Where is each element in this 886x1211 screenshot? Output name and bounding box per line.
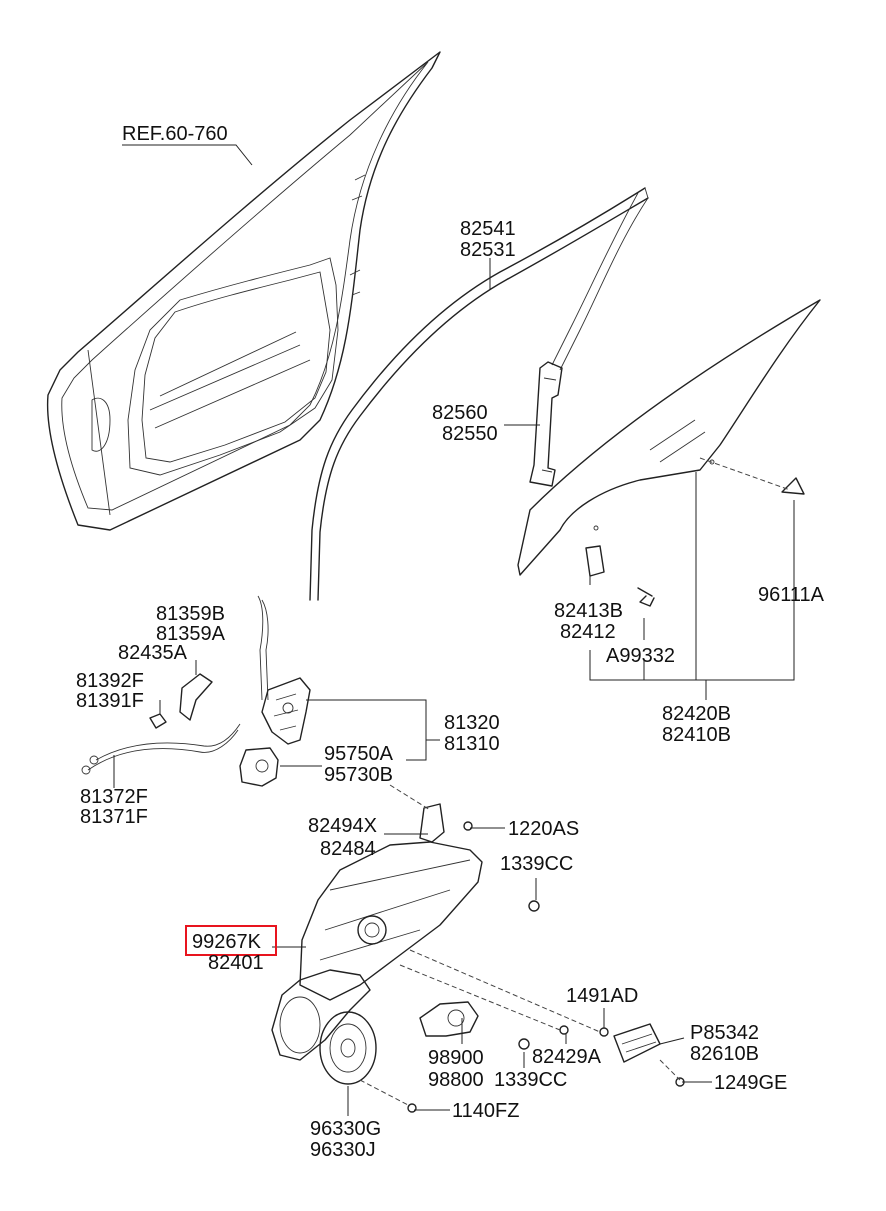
label-1249GE: 1249GE (714, 1072, 787, 1094)
label-82560: 82560 (432, 402, 488, 424)
label-95750A: 95750A (324, 743, 394, 765)
label-81359A: 81359A (156, 623, 226, 645)
label-82401: 82401 (208, 952, 264, 974)
label-96330G: 96330G (310, 1118, 381, 1140)
part-labels: REF.60-760 82541 82531 82560 82550 81359… (76, 123, 825, 1161)
assembly-lines (359, 457, 791, 1107)
label-81391F: 81391F (76, 690, 144, 712)
label-82541: 82541 (460, 218, 516, 240)
label-96111A: 96111A (758, 584, 825, 606)
label-P85342: P85342 (690, 1022, 759, 1044)
window-motor (419, 1001, 479, 1037)
label-81359B: 81359B (156, 603, 225, 625)
label-81371F: 81371F (80, 806, 148, 828)
label-82435A: 82435A (118, 642, 188, 664)
label-82610B: 82610B (690, 1043, 759, 1065)
label-95730B: 95730B (324, 764, 393, 786)
label-1491AD: 1491AD (566, 985, 638, 1007)
label-81372F: 81372F (80, 786, 148, 808)
label-96330J: 96330J (310, 1139, 376, 1161)
label-82531: 82531 (460, 239, 516, 261)
fasteners (407, 821, 685, 1113)
label-81392F: 81392F (76, 670, 144, 692)
window-regulator (299, 803, 483, 1001)
label-1339CC-top: 1339CC (500, 853, 573, 875)
door-module (613, 1023, 661, 1063)
label-1220AS: 1220AS (508, 818, 579, 840)
label-81310: 81310 (444, 733, 500, 755)
label-98800: 98800 (428, 1069, 484, 1091)
label-82494X: 82494X (308, 815, 377, 837)
label-82420B: 82420B (662, 703, 731, 725)
door-panel (46, 51, 441, 531)
leader-lines (113, 144, 795, 1116)
label-1339CC-bottom: 1339CC (494, 1069, 567, 1091)
label-82429A: 82429A (532, 1046, 602, 1068)
highlight-box (185, 925, 277, 956)
door-speaker (319, 1011, 377, 1085)
ref-label: REF.60-760 (122, 123, 228, 145)
label-82413B: 82413B (554, 600, 623, 622)
label-A99332: A99332 (606, 645, 675, 667)
door-sash-channel (309, 187, 649, 601)
label-82410B: 82410B (662, 724, 731, 746)
label-82484: 82484 (320, 838, 376, 860)
door-latch (239, 595, 311, 787)
label-81320: 81320 (444, 712, 500, 734)
label-82550: 82550 (442, 423, 498, 445)
label-98900: 98900 (428, 1047, 484, 1069)
speaker-bracket (271, 969, 371, 1061)
label-1140FZ: 1140FZ (452, 1100, 519, 1122)
rear-channel (529, 361, 563, 487)
label-99267K: 99267K (192, 931, 262, 953)
label-82412: 82412 (560, 621, 616, 643)
door-glass (517, 299, 821, 607)
